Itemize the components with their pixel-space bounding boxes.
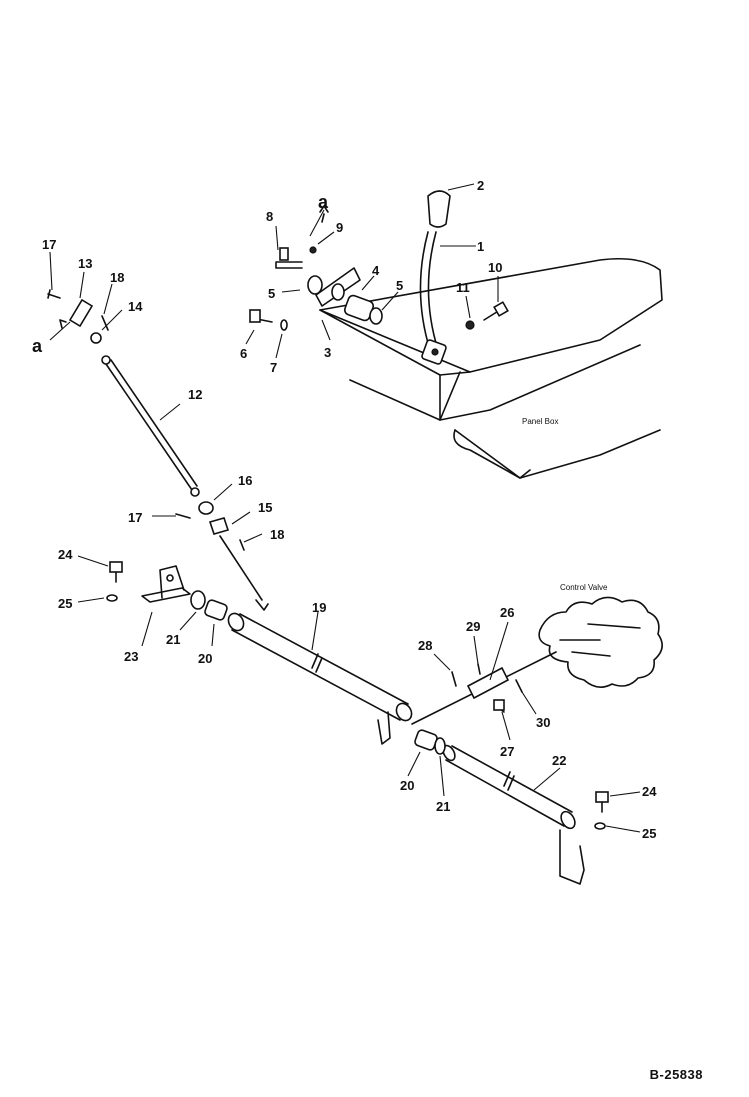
yoke-15 <box>208 517 230 535</box>
pin-29 <box>477 663 481 675</box>
part-number-19: 19 <box>312 600 326 615</box>
part-number-24b: 24 <box>642 784 657 799</box>
part-number-17b: 17 <box>128 510 142 525</box>
panel-box-label: Panel Box <box>522 417 558 426</box>
washer-11 <box>465 320 475 330</box>
washer-25b <box>594 822 606 830</box>
link-arm <box>219 535 263 601</box>
shaft-19 <box>227 612 413 745</box>
bracket-23 <box>141 565 191 603</box>
part-number-24a: 24 <box>58 547 73 562</box>
part-number-12: 12 <box>188 387 202 402</box>
part-number-16: 16 <box>238 473 252 488</box>
shaft-22 <box>442 744 585 885</box>
part-number-13: 13 <box>78 256 92 271</box>
ref-a-left: a <box>32 336 43 356</box>
part-number-14: 14 <box>128 299 143 314</box>
control-valve-label: Control Valve <box>560 583 608 592</box>
washer-21b <box>434 737 446 755</box>
lever-knob <box>427 190 451 228</box>
cotter-18b <box>239 539 245 551</box>
bolt-24b <box>595 791 609 813</box>
part-number-26: 26 <box>500 605 514 620</box>
nut-16 <box>198 501 214 515</box>
ref-a-top: a <box>318 192 329 212</box>
pin-8 <box>279 247 289 261</box>
upper-shaft-assembly <box>249 246 383 331</box>
part-number-25b: 25 <box>642 826 656 841</box>
part-number-15: 15 <box>258 500 272 515</box>
part-number-5a: 5 <box>268 286 275 301</box>
part-number-10: 10 <box>488 260 502 275</box>
drawing-id: B-25838 <box>649 1067 703 1082</box>
part-number-21b: 21 <box>436 799 450 814</box>
leader-lines <box>49 183 641 833</box>
part-number-5b: 5 <box>396 278 403 293</box>
part-number-21a: 21 <box>166 632 180 647</box>
part-number-20a: 20 <box>198 651 212 666</box>
part-number-30: 30 <box>536 715 550 730</box>
part-numbers: 1 2 3 4 5 5 6 7 8 9 10 11 12 13 14 15 16… <box>42 178 657 841</box>
cotter-28 <box>451 671 457 687</box>
bushing-20a <box>204 599 228 621</box>
pin-17a <box>47 289 61 299</box>
ref-a-top-arrow-icon <box>319 205 329 223</box>
washer-21a <box>190 590 206 610</box>
nut-14 <box>90 332 102 344</box>
part-number-27: 27 <box>500 744 514 759</box>
washer-25a <box>106 594 118 602</box>
part-number-9: 9 <box>336 220 343 235</box>
part-number-17a: 17 <box>42 237 56 252</box>
rod-12 <box>101 355 200 497</box>
part-number-22: 22 <box>552 753 566 768</box>
control-valve: Control Valve <box>538 583 663 688</box>
lever-assembly <box>419 190 451 365</box>
panel-box: Panel Box <box>319 257 663 479</box>
part-number-23: 23 <box>124 649 138 664</box>
cotter-18a <box>101 315 109 331</box>
part-number-29: 29 <box>466 619 480 634</box>
part-number-18b: 18 <box>270 527 284 542</box>
bolt-10 <box>483 301 509 321</box>
part-number-25a: 25 <box>58 596 72 611</box>
clevis-13 <box>68 298 94 328</box>
part-number-20b: 20 <box>400 778 414 793</box>
part-number-6: 6 <box>240 346 247 361</box>
cotter-30 <box>515 679 523 693</box>
cotter-9 <box>309 246 317 254</box>
part-number-2: 2 <box>477 178 484 193</box>
clevis-26 <box>466 666 510 700</box>
lever-rod <box>419 231 431 351</box>
washer-5a <box>307 275 323 295</box>
part-number-11: 11 <box>456 280 470 295</box>
part-number-28: 28 <box>418 638 432 653</box>
bolt-24a <box>109 561 123 583</box>
pin-17b <box>175 513 191 519</box>
part-number-8: 8 <box>266 209 273 224</box>
part-number-3: 3 <box>324 345 331 360</box>
washer-5b <box>369 307 383 325</box>
part-number-18a: 18 <box>110 270 124 285</box>
lever-plate-3 <box>315 267 361 307</box>
washer-7 <box>280 319 288 331</box>
ref-a-left-arrow-icon <box>59 319 67 329</box>
part-number-1: 1 <box>477 239 484 254</box>
part-number-7: 7 <box>270 360 277 375</box>
part-number-4: 4 <box>372 263 380 278</box>
